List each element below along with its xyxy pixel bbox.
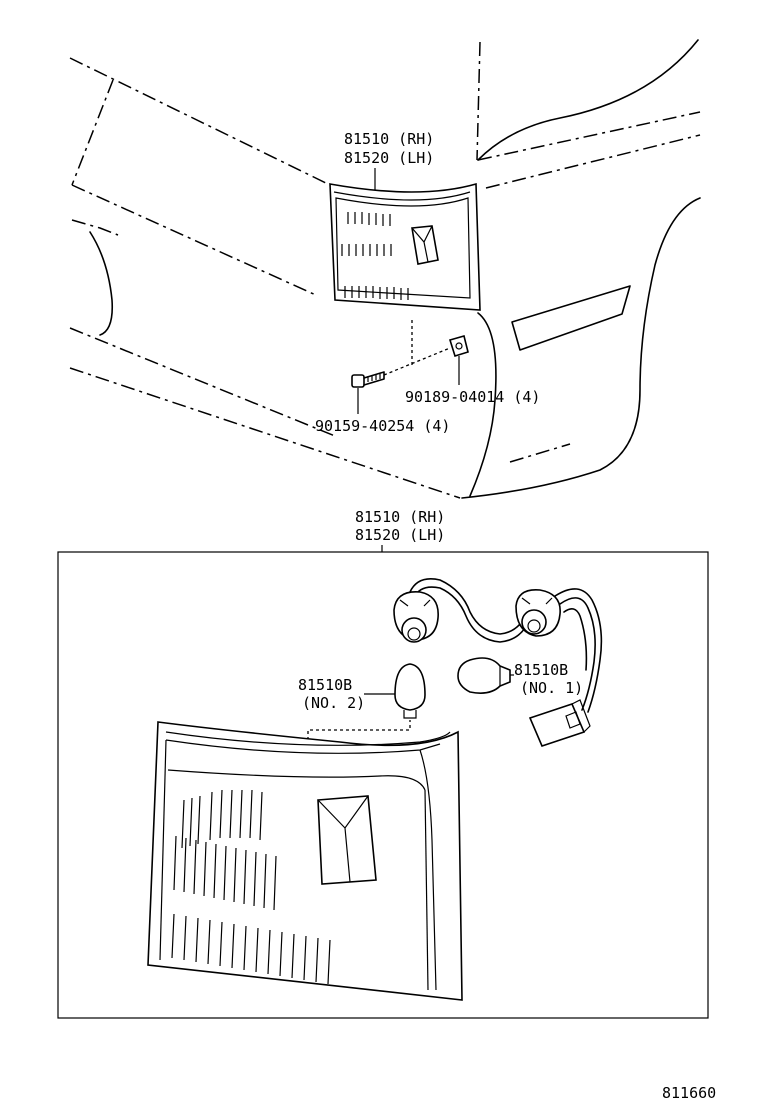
bulb-no1 <box>457 657 511 694</box>
corner-lamp-large <box>147 721 463 1001</box>
detail-frame <box>57 551 709 1019</box>
detail-lamp-label-rh: 81510 (RH) <box>355 508 445 526</box>
top-lamp-label-rh: 81510 (RH) <box>344 130 434 148</box>
bulb-install-line <box>307 720 411 740</box>
lamp-reflector <box>317 795 377 885</box>
bulb-no2-note-label: (NO. 2) <box>302 694 365 712</box>
bulb-no2-part-label: 81510B <box>298 676 352 694</box>
lamp-lens-ribs-small <box>341 212 409 300</box>
bulb-no2 <box>394 663 426 719</box>
screw-guide-line <box>383 347 451 376</box>
corner-lamp-small <box>329 182 481 311</box>
clip-part-label: 90189-04014 (4) <box>405 388 540 406</box>
figure-number: 811660 <box>662 1084 716 1102</box>
clip-nut <box>448 335 469 357</box>
harness-connector <box>528 699 591 747</box>
bulb-socket-no2 <box>393 591 439 643</box>
detail-lamp-label-lh: 81520 (LH) <box>355 526 445 544</box>
bulb-no1-note-label: (NO. 1) <box>520 679 583 697</box>
vehicle-body-outline <box>69 39 701 499</box>
screw <box>351 371 385 388</box>
screw-part-label: 90159-40254 (4) <box>315 417 450 435</box>
top-lamp-label-lh: 81520 (LH) <box>344 149 434 167</box>
lamp-lens-ribs-large <box>171 789 331 985</box>
bulb-no1-part-label: 81510B <box>514 661 568 679</box>
bulb-socket-no1 <box>515 589 561 637</box>
wiring-harness <box>393 578 603 747</box>
